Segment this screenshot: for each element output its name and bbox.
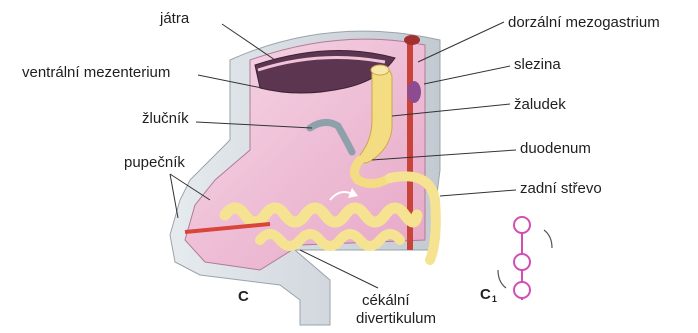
panel-label-c1: C1 (480, 286, 497, 304)
label-zaludek: žaludek (514, 96, 566, 113)
aorta-opening (404, 35, 420, 45)
label-zlucnik: žlučník (142, 110, 189, 127)
inset-arrow-top (544, 230, 552, 248)
label-jatra: játra (160, 10, 189, 27)
label-dorzalni-mezogastrium: dorzální mezogastrium (508, 14, 660, 31)
label-ventralni-mezenterium: ventrální mezenterium (22, 64, 170, 81)
inset-ring-bottom (514, 282, 530, 298)
inset-diagram (498, 217, 552, 300)
esophagus-opening (371, 65, 389, 75)
panel-c1-subscript: 1 (492, 294, 497, 304)
label-pupecnik: pupečník (124, 154, 185, 171)
label-cekalni-line1: cékální (362, 292, 410, 309)
spleen (407, 81, 421, 103)
panel-label-c: C (238, 288, 249, 305)
label-zadni-strevo: zadní střevo (520, 180, 602, 197)
label-slezina: slezina (514, 56, 561, 73)
leader-zadni (440, 190, 516, 196)
inset-arrow-bottom (498, 270, 506, 288)
panel-c1-letter: C (480, 286, 491, 303)
inset-ring-top (514, 217, 530, 233)
label-duodenum: duodenum (520, 140, 591, 157)
label-cekalni-line2: divertikulum (356, 310, 436, 327)
inset-ring-middle (514, 254, 530, 270)
